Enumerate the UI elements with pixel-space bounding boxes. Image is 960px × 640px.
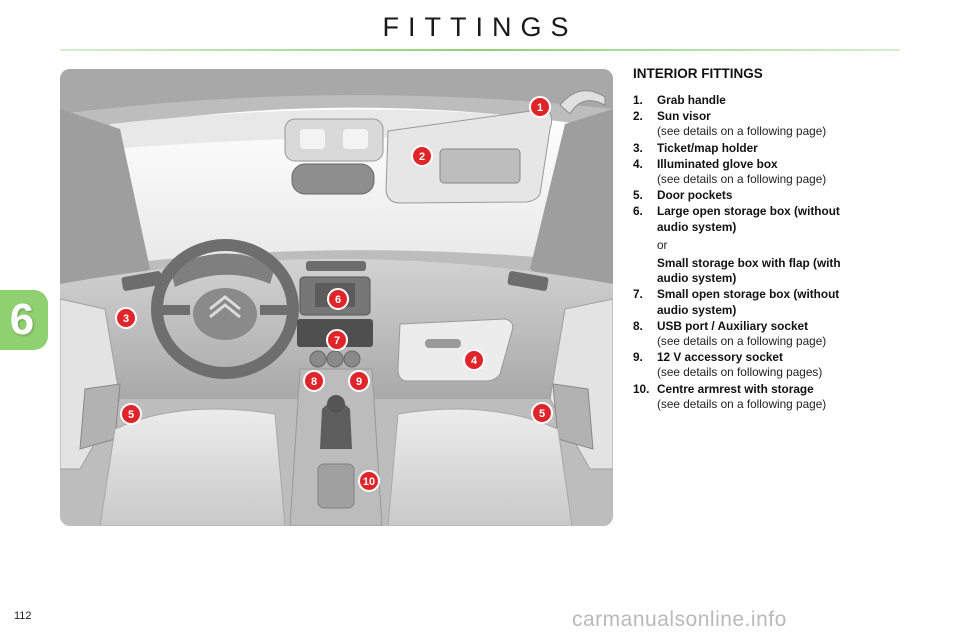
item-number: 7. — [633, 287, 643, 302]
item-number: 6. — [633, 204, 643, 219]
svg-text:1: 1 — [537, 102, 543, 114]
left-pillar — [60, 109, 150, 299]
item-label: Illuminated glove box — [657, 156, 778, 171]
marker-10: 10 — [358, 470, 380, 492]
page-title: FITTINGS — [382, 12, 578, 42]
item-label: Centre armrest with storage — [657, 381, 814, 396]
list-item: 4. Illuminated glove box (see details on… — [633, 157, 943, 187]
marker-5-right: 5 — [531, 402, 553, 424]
item-label: Ticket/map holder — [657, 140, 758, 155]
right-pillar — [530, 109, 613, 299]
vanity-mirror — [439, 148, 521, 184]
item-number: 9. — [633, 350, 643, 365]
chapter-tab[interactable] — [0, 290, 48, 350]
item-note: (see details on a following page) — [657, 334, 827, 349]
list-item: 5. Door pockets — [633, 188, 943, 203]
page-number: 112 — [14, 610, 32, 622]
glove-box-handle — [425, 339, 461, 348]
svg-text:10: 10 — [363, 476, 375, 488]
passenger-seat — [387, 408, 573, 526]
gear-knob — [327, 395, 345, 413]
item-number: 3. — [633, 140, 643, 155]
gear-boot — [320, 401, 352, 449]
list-item: 9. 12 V accessory socket (see details on… — [633, 350, 943, 380]
item-note: (see details on a following page) — [657, 124, 827, 139]
title-divider — [60, 49, 900, 51]
chapter-number: 6 — [9, 295, 35, 344]
item-number: 10. — [633, 381, 650, 396]
item-label: 12 V accessory socket — [657, 350, 783, 365]
item-number: 2. — [633, 109, 643, 124]
item-number: 5. — [633, 188, 643, 203]
item-or: or — [657, 237, 668, 252]
overhead-console — [284, 118, 384, 162]
grab-handle — [559, 90, 606, 115]
list-item: 3. Ticket/map holder — [633, 141, 943, 156]
steering-hub — [193, 288, 257, 340]
marker-5-left: 5 — [120, 403, 142, 425]
svg-text:7: 7 — [334, 335, 340, 347]
list-item: 2. Sun visor (see details on a following… — [633, 109, 943, 139]
marker-3: 3 — [115, 307, 137, 329]
glove-box — [397, 318, 514, 382]
item-number: 4. — [633, 156, 643, 171]
list-item: 6. Large open storage box (without audio… — [633, 204, 943, 286]
fitting-list: 1. Grab handle 2. Sun visor (see details… — [633, 93, 943, 412]
steering-wheel — [151, 239, 299, 379]
svg-text:4: 4 — [471, 355, 478, 367]
svg-text:8: 8 — [311, 376, 317, 388]
svg-text:5: 5 — [128, 409, 134, 421]
rear-view-mirror — [291, 163, 375, 195]
item-number: 8. — [633, 318, 643, 333]
item-note: (see details on a following page) — [657, 172, 827, 187]
driver-seat — [99, 408, 286, 526]
item-label: Sun visor — [657, 109, 711, 124]
item-label: Small open storage box (without audio sy… — [657, 287, 840, 317]
watermark[interactable]: carmanualsonline.info — [572, 608, 787, 631]
list-item: 8. USB port / Auxiliary socket (see deta… — [633, 319, 943, 349]
list-item: 10. Centre armrest with storage (see det… — [633, 382, 943, 412]
item-label: Door pockets — [657, 188, 733, 203]
marker-7: 7 — [326, 329, 348, 351]
marker-6: 6 — [327, 288, 349, 310]
marker-1: 1 — [529, 96, 551, 118]
marker-9: 9 — [348, 370, 370, 392]
brand-logo — [209, 295, 241, 319]
item-label-alt: Small storage box with flap (with audio … — [657, 256, 841, 286]
item-label: Grab handle — [657, 93, 726, 107]
svg-text:6: 6 — [335, 294, 341, 306]
item-number: 1. — [633, 93, 643, 107]
section-title: INTERIOR FITTINGS — [633, 66, 763, 81]
interior-illustration: 1 2 3 4 5 5 6 7 8 9 10 — [60, 69, 613, 526]
svg-text:5: 5 — [539, 408, 545, 420]
roof-lining — [60, 69, 613, 114]
marker-4: 4 — [463, 349, 485, 371]
item-note: (see details on following pages) — [657, 365, 823, 380]
instrument-hood — [170, 253, 275, 287]
list-item: 7. Small open storage box (without audio… — [633, 287, 943, 317]
svg-text:9: 9 — [356, 376, 362, 388]
item-note: (see details on a following page) — [657, 396, 827, 411]
marker-8: 8 — [303, 370, 325, 392]
item-label: Large open storage box (without audio sy… — [657, 204, 840, 234]
svg-text:2: 2 — [419, 151, 425, 163]
overhead-light-right — [343, 129, 368, 149]
item-label: USB port / Auxiliary socket — [657, 318, 808, 333]
centre-armrest — [317, 463, 355, 509]
svg-text:3: 3 — [123, 313, 129, 325]
marker-2: 2 — [411, 145, 433, 167]
list-item: 1. Grab handle — [633, 93, 943, 108]
overhead-light-left — [300, 129, 325, 149]
